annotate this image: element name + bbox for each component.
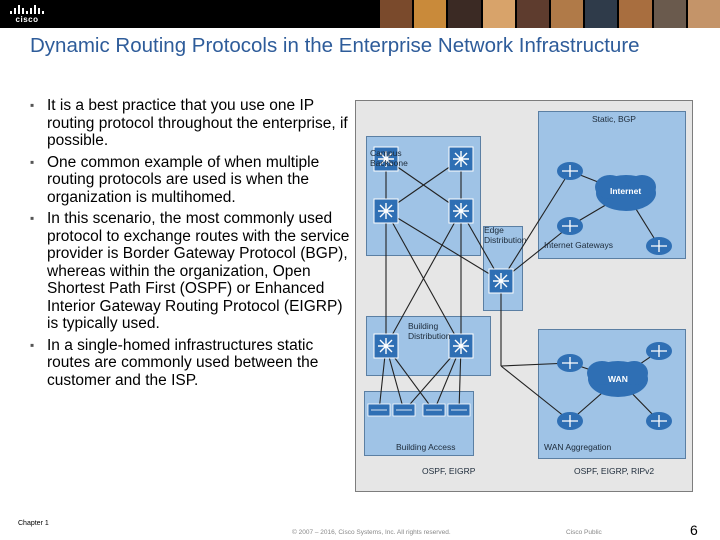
access-switch-icon xyxy=(422,403,446,417)
header-photo-tile xyxy=(551,0,584,28)
bullet-item: It is a best practice that you use one I… xyxy=(30,97,350,150)
internet-gateway-router-icon xyxy=(557,217,583,235)
distribution-switch-icon xyxy=(448,333,474,359)
wan-aggregation-router-icon xyxy=(557,354,583,372)
isp-router-icon xyxy=(646,237,672,255)
bullet-item: One common example of when multiple rout… xyxy=(30,154,350,207)
header-photo-tile xyxy=(482,0,515,28)
internet-cloud-icon xyxy=(595,175,656,211)
bullet-item: In this scenario, the most commonly used… xyxy=(30,210,350,333)
header-photo-tile xyxy=(687,0,720,28)
campus-switch-icon xyxy=(373,198,399,224)
campus-switch-icon xyxy=(373,146,399,172)
remote-router-icon xyxy=(646,342,672,360)
campus-switch-icon xyxy=(448,198,474,224)
ospf-eigrp-label: OSPF, EIGRP xyxy=(422,466,476,476)
ospf-eigrp-ripv2-label: OSPF, EIGRP, RIPv2 xyxy=(574,466,655,476)
access-switch-icon xyxy=(367,403,391,417)
edge-switch-icon xyxy=(488,268,514,294)
distribution-switch-icon xyxy=(373,333,399,359)
building-distribution-label: Building Distribution xyxy=(408,321,451,341)
wan-label: WAN xyxy=(608,374,628,384)
header-band: cisco xyxy=(0,0,720,28)
cisco-logo-text: cisco xyxy=(15,15,39,24)
header-photo-tile xyxy=(414,0,447,28)
access-switch-icon xyxy=(447,403,471,417)
edge-distribution-label: Edge Distribution xyxy=(484,225,527,245)
cisco-logo: cisco xyxy=(10,5,44,25)
access-switch-icon xyxy=(392,403,416,417)
cisco-logo-bars-icon xyxy=(10,5,44,14)
campus-backbone-label: Campus Backbone xyxy=(370,148,408,168)
footer-copyright: © 2007 – 2016, Cisco Systems, Inc. All r… xyxy=(292,529,451,536)
building-access-zone xyxy=(364,391,474,456)
footer-chapter: Chapter 1 xyxy=(18,520,49,527)
wan-cloud-icon xyxy=(587,361,648,397)
header-photo-tile xyxy=(448,0,481,28)
footer-classification: Cisco Public xyxy=(566,529,602,536)
slide-title: Dynamic Routing Protocols in the Enterpr… xyxy=(30,34,640,57)
header-photo-tile xyxy=(585,0,618,28)
campus-switch-icon xyxy=(448,146,474,172)
wan-aggregation-label: WAN Aggregation xyxy=(544,442,612,452)
remote-router-icon xyxy=(646,412,672,430)
bullet-list: It is a best practice that you use one I… xyxy=(30,97,350,393)
header-photo-tile xyxy=(380,0,413,28)
network-diagram: Campus Backbone Edge Distribution Static… xyxy=(355,100,693,492)
wan-aggregation-router-icon xyxy=(557,412,583,430)
header-photo-tile xyxy=(619,0,652,28)
internet-gateways-label: Internet Gateways xyxy=(544,240,613,250)
bullet-item: In a single-homed infrastructures static… xyxy=(30,337,350,390)
page-number: 6 xyxy=(690,522,698,538)
diagram-graphics xyxy=(367,146,672,430)
building-access-label: Building Access xyxy=(396,442,456,452)
internet-gateway-router-icon xyxy=(557,162,583,180)
static-bgp-label: Static, BGP xyxy=(592,114,636,124)
header-photo-tile xyxy=(653,0,686,28)
header-photo-strip xyxy=(380,0,720,28)
internet-label: Internet xyxy=(610,186,642,196)
header-photo-tile xyxy=(516,0,550,28)
